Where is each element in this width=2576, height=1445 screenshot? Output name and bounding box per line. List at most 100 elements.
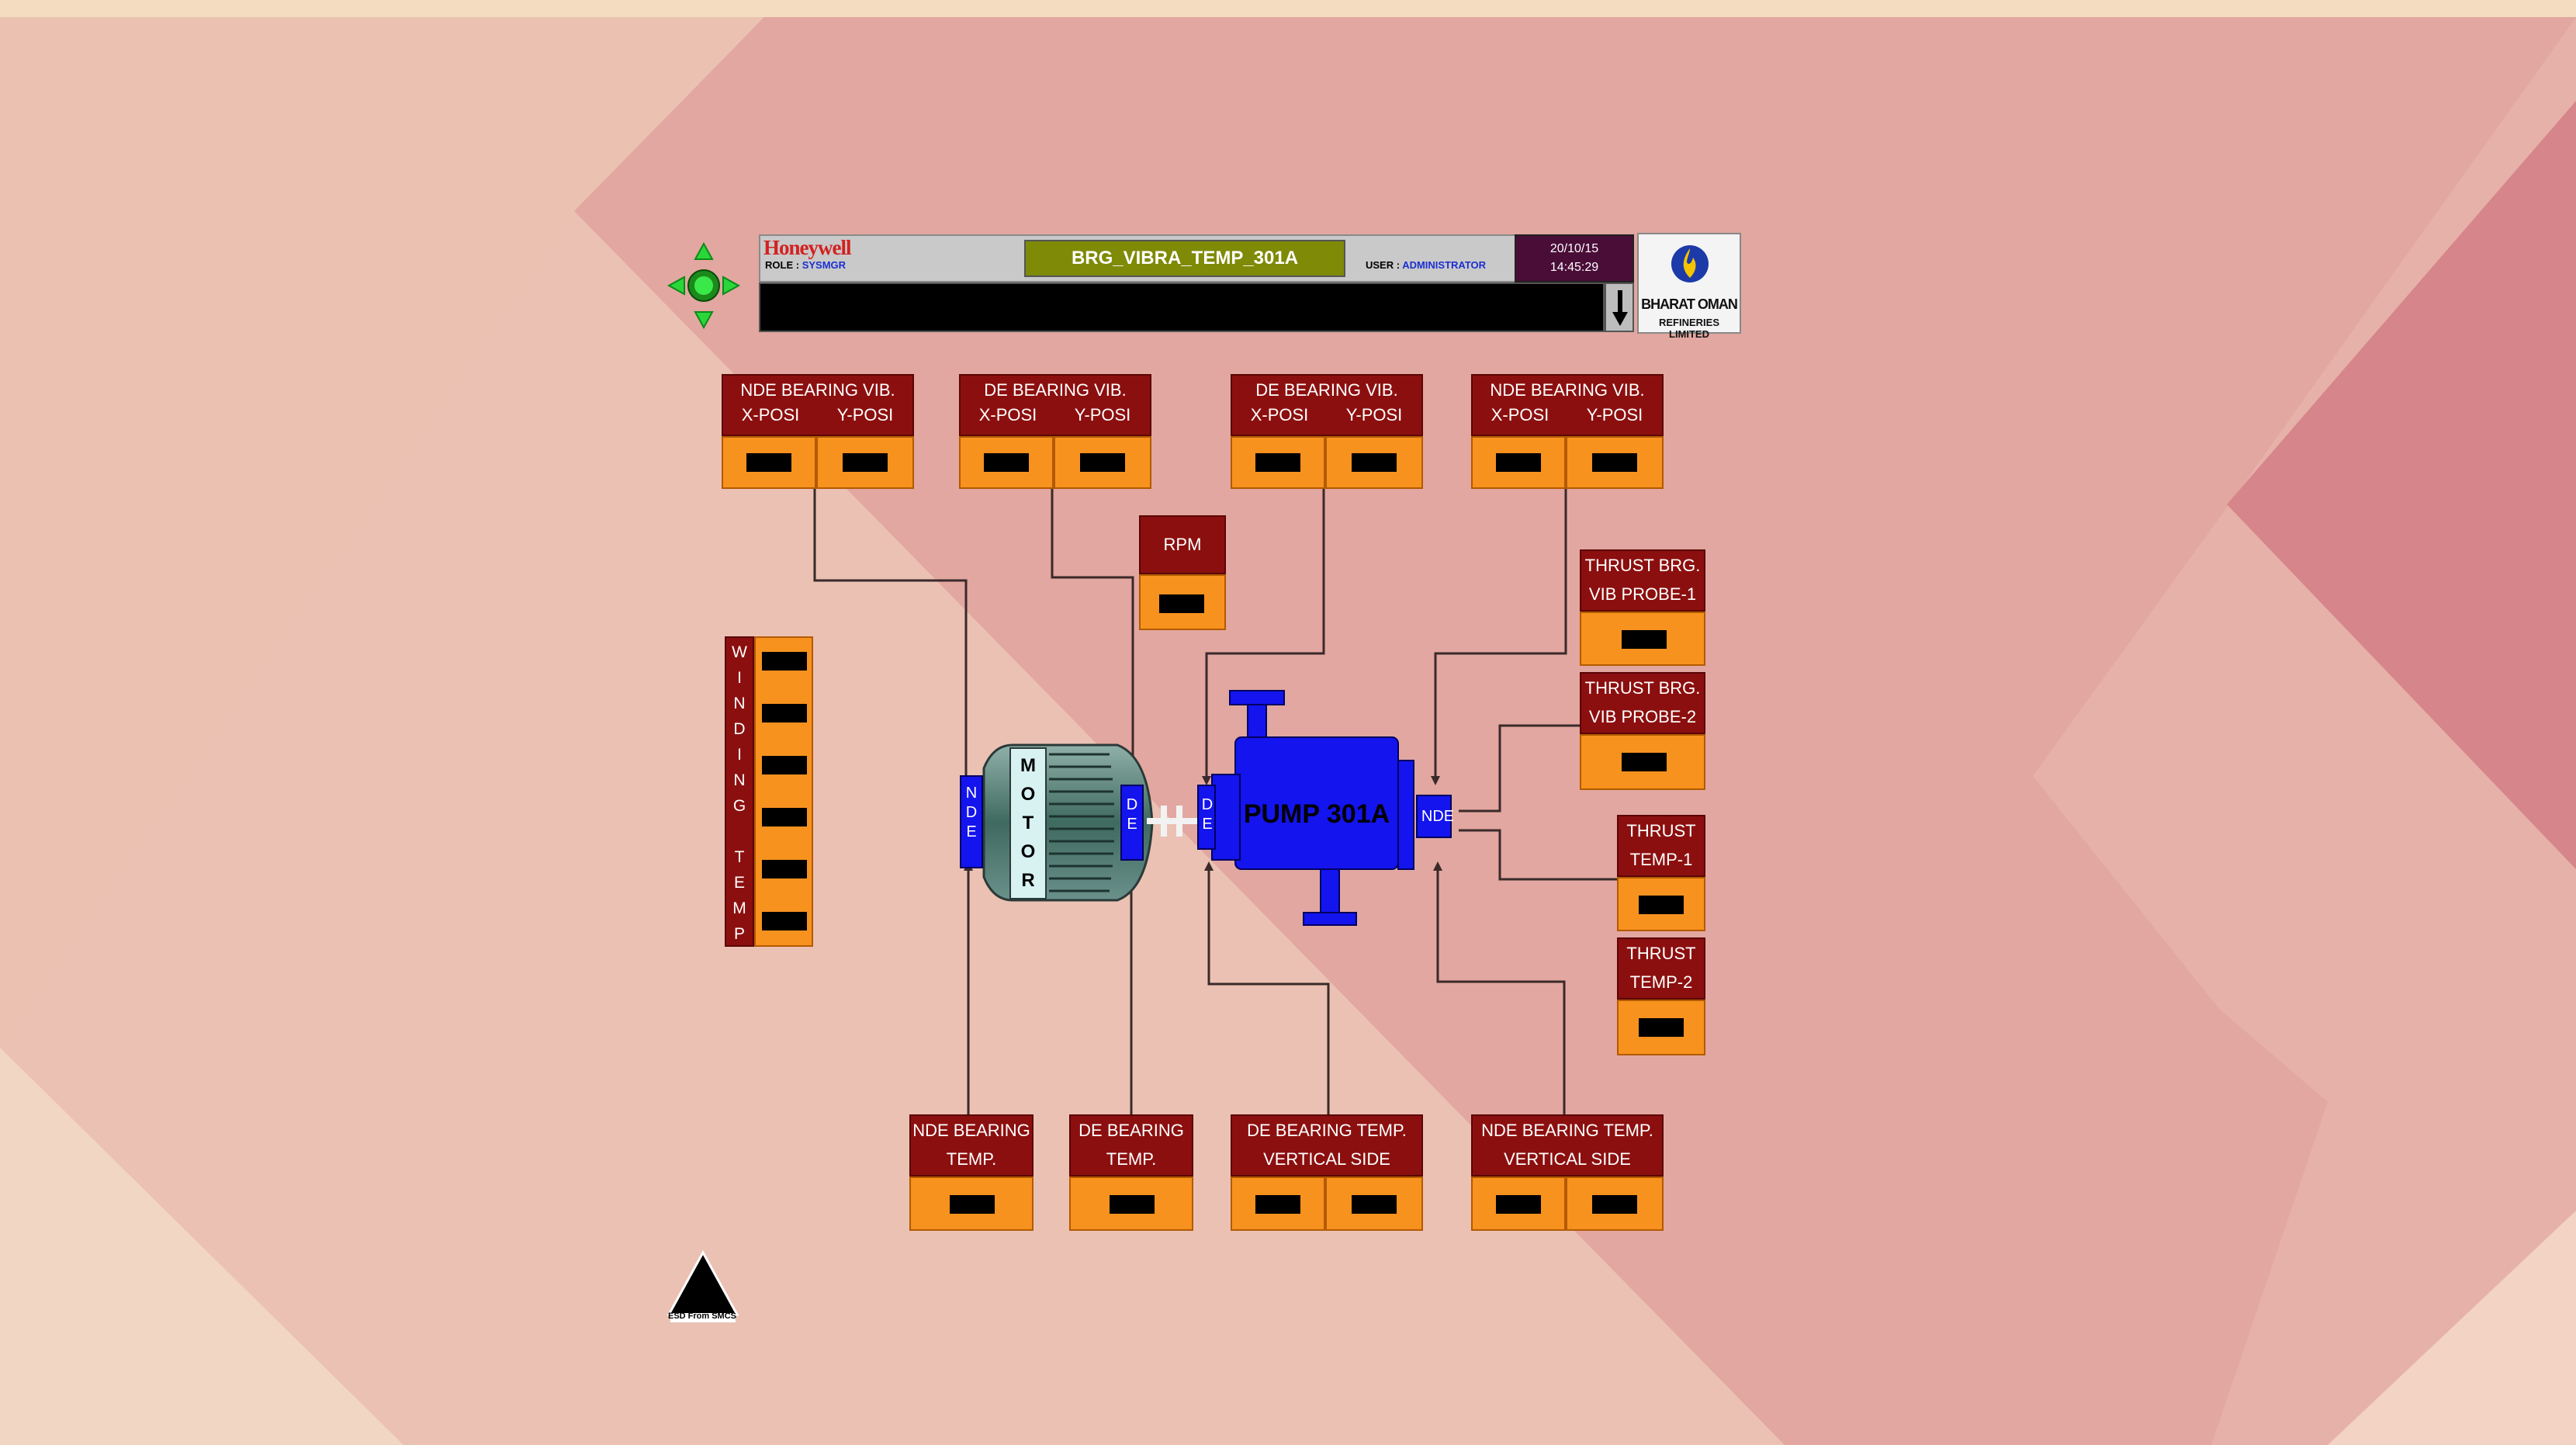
winding-letter: I xyxy=(737,669,742,687)
de-vib-x-value[interactable] xyxy=(959,436,1054,489)
motor-nde-block xyxy=(960,775,983,868)
tag-letter: E xyxy=(966,823,977,840)
de-bearing-temp-vertical-value-2[interactable] xyxy=(1325,1176,1423,1231)
nde-vib-y-value[interactable] xyxy=(816,436,914,489)
winding-letter: N xyxy=(733,771,746,789)
x-posi-label: X-POSI xyxy=(741,405,800,424)
label-line1: NDE BEARING TEMP. xyxy=(1481,1121,1653,1140)
x-posi-label: X-POSI xyxy=(1491,405,1549,424)
winding-temp-5-value[interactable] xyxy=(762,860,807,878)
de-pump-vib-y-value[interactable] xyxy=(1325,436,1423,489)
rpm-label: RPM xyxy=(1139,515,1226,574)
thrust-brg-vib-probe2-label: THRUST BRG. VIB PROBE-2 xyxy=(1580,672,1705,734)
motor-de-block xyxy=(1120,785,1144,861)
label-line2: VIB PROBE-2 xyxy=(1588,707,1697,726)
motor-letter: T xyxy=(1022,813,1034,833)
winding-temp-2-value[interactable] xyxy=(762,704,807,722)
time-text: 14:45:29 xyxy=(1549,261,1599,274)
label-line2: VERTICAL SIDE xyxy=(1504,1149,1631,1169)
line-thrust-probe2 xyxy=(1459,724,1581,813)
y-posi-label: Y-POSI xyxy=(1345,405,1403,424)
company-name: BHARAT OMAN xyxy=(1641,296,1738,312)
winding-temp-values[interactable] xyxy=(754,636,813,947)
nde-bearing-temp-vertical-value-1[interactable] xyxy=(1471,1176,1566,1231)
label-line2: VIB PROBE-1 xyxy=(1588,584,1697,604)
motor-label: M O T O R xyxy=(1010,751,1046,899)
de-vib-y-value[interactable] xyxy=(1054,436,1151,489)
label-line1: DE BEARING xyxy=(1079,1121,1184,1140)
user-indicator: USER : ADMINISTRATOR xyxy=(1366,259,1521,276)
label-line1: NDE BEARING xyxy=(912,1121,1030,1140)
winding-temp-4-value[interactable] xyxy=(762,808,807,826)
rpm-value[interactable] xyxy=(1139,574,1226,630)
line-de-temp-vert-pump xyxy=(1207,869,1330,1118)
winding-temp-3-value[interactable] xyxy=(762,756,807,774)
motor-letter: O xyxy=(1020,841,1036,862)
winding-temp-label: W I N D I N G T E M P xyxy=(725,636,754,947)
esd-warning-icon[interactable] xyxy=(666,1249,740,1324)
winding-letter: I xyxy=(737,746,742,764)
motor-letter: R xyxy=(1021,870,1035,891)
de-bearing-temp-label: DE BEARING TEMP. xyxy=(1069,1114,1193,1176)
label-line2: TEMP. xyxy=(1106,1149,1157,1169)
tag-letter: E xyxy=(1127,816,1137,833)
group-title: DE BEARING VIB. xyxy=(984,380,1127,400)
bor-emblem-icon xyxy=(1671,245,1709,282)
thrust-brg-vib-probe1-label: THRUST BRG.VIB PROBE-1 xyxy=(1580,549,1705,612)
winding-temp-1-value[interactable] xyxy=(762,652,807,671)
coupling-icon xyxy=(1147,806,1198,837)
group-title: NDE BEARING VIB. xyxy=(740,380,895,400)
pump-label: PUMP 301A xyxy=(1243,799,1390,829)
label-line1: DE BEARING TEMP. xyxy=(1247,1121,1407,1140)
nde-vib-x-value[interactable] xyxy=(722,436,816,489)
alarm-message-bar[interactable] xyxy=(759,282,1605,332)
role-value: SYSMGR xyxy=(802,259,847,271)
tag-letter: D xyxy=(1126,796,1138,813)
tag-letter: N xyxy=(965,785,978,802)
honeywell-logo: Honeywell xyxy=(763,236,852,259)
esd-label: ESD From SMCS xyxy=(667,1312,736,1321)
tag-letter: E xyxy=(1202,816,1213,833)
pump-graphic[interactable] xyxy=(1195,683,1466,955)
label-line1: THRUST xyxy=(1626,944,1696,963)
navigation-compass-icon[interactable] xyxy=(667,242,740,329)
winding-letter xyxy=(726,819,753,844)
thrust-brg-vib-probe2-value[interactable] xyxy=(1580,734,1705,790)
nde-bearing-temp-value[interactable] xyxy=(909,1176,1034,1231)
group-title: NDE BEARING VIB. xyxy=(1490,380,1645,400)
thrust-temp2-value[interactable] xyxy=(1617,1000,1705,1055)
de-bearing-temp-vertical-label: DE BEARING TEMP. VERTICAL SIDE xyxy=(1231,1114,1423,1176)
motor-de-tag: D E xyxy=(1121,795,1143,837)
line-nde-vib-motor xyxy=(813,489,968,778)
de-pump-vib-x-value[interactable] xyxy=(1231,436,1325,489)
label-line1: THRUST BRG. xyxy=(1584,678,1701,698)
message-scroll-button[interactable] xyxy=(1605,282,1634,332)
de-bearing-temp-vertical-value-1[interactable] xyxy=(1231,1176,1325,1231)
y-posi-label: Y-POSI xyxy=(1074,405,1131,424)
thrust-brg-vib-probe1-value[interactable] xyxy=(1580,612,1705,666)
company-subtitle: REFINERIES LIMITED xyxy=(1658,317,1719,340)
nde-bearing-temp-vertical-value-2[interactable] xyxy=(1566,1176,1664,1231)
user-value: ADMINISTRATOR xyxy=(1402,259,1487,271)
user-label: USER : xyxy=(1366,259,1401,271)
motor-letter: O xyxy=(1020,784,1036,805)
label-line2: TEMP-2 xyxy=(1629,972,1693,992)
label-line2: TEMP. xyxy=(946,1149,997,1169)
nde-bearing-temp-vertical-label: NDE BEARING TEMP. VERTICAL SIDE xyxy=(1471,1114,1664,1176)
winding-letter: P xyxy=(733,925,745,943)
pump-de-tag: D E xyxy=(1198,795,1217,837)
label-line2: TEMP-1 xyxy=(1629,850,1693,869)
nde-pump-vib-y-value[interactable] xyxy=(1566,436,1664,489)
role-label: ROLE : xyxy=(765,259,800,271)
winding-temp-6-value[interactable] xyxy=(762,912,807,930)
page-title[interactable]: BRG_VIBRA_TEMP_301A xyxy=(1024,240,1345,277)
nde-bearing-temp-label: NDE BEARING TEMP. xyxy=(909,1114,1034,1176)
tag-letter: D xyxy=(965,804,978,821)
nde-pump-vib-x-value[interactable] xyxy=(1471,436,1566,489)
winding-letter: T xyxy=(734,848,745,866)
label-line2: VERTICAL SIDE xyxy=(1263,1149,1390,1169)
pump-nde-tag: NDE xyxy=(1421,808,1455,825)
thrust-temp1-value[interactable] xyxy=(1617,877,1705,931)
de-bearing-temp-value[interactable] xyxy=(1069,1176,1193,1231)
